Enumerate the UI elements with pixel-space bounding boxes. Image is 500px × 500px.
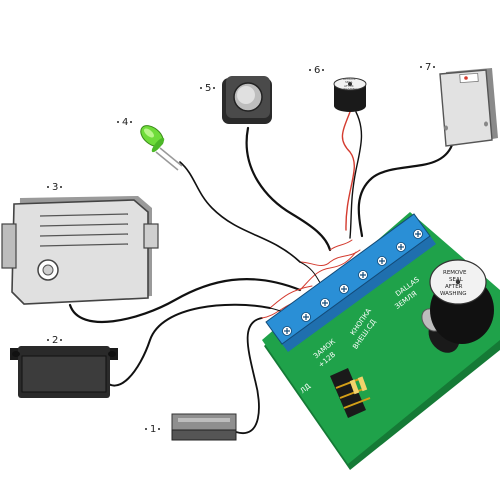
buzzer-wire-black — [349, 111, 363, 239]
chip-and-jumpers — [330, 368, 371, 418]
callout-7: 7 — [425, 62, 431, 73]
led-indicator — [140, 125, 183, 171]
lock-wire — [68, 278, 302, 324]
callouts: 1 2 3 4 5 6 7 — [47, 62, 435, 435]
buzzer-small-seal-2: SEAL — [345, 80, 353, 84]
buzzer-small-seal-3: AFTER — [344, 84, 354, 88]
buzzer-small: REMOVE SEAL AFTER WASHING — [333, 77, 367, 112]
electric-lock — [1, 196, 159, 305]
buzzer-wire-red — [341, 111, 355, 231]
led-wire — [179, 161, 301, 263]
buzzer-small-seal-4: WASHING — [343, 87, 358, 91]
button-wire — [245, 126, 332, 252]
board-buzzer-seal-4: WASHING — [440, 291, 467, 297]
reader-led-icon — [464, 76, 468, 80]
reed-sensor — [171, 413, 237, 441]
board-buzzer: REMOVE SEAL AFTER WASHING — [429, 259, 494, 344]
board-buzzer-seal-3: AFTER — [445, 284, 463, 290]
callout-5: 5 — [205, 83, 211, 94]
psu-wire — [101, 303, 271, 387]
buzzer-small-seal-1: REMOVE — [343, 77, 356, 81]
reed-wire — [235, 317, 263, 435]
card-reader — [439, 68, 498, 147]
callout-4: 4 — [122, 117, 128, 128]
exit-button — [222, 76, 272, 124]
callout-2: 2 — [52, 335, 58, 346]
terminal-blocks — [265, 213, 436, 352]
callout-6: 6 — [314, 65, 320, 76]
controller-board: DALLAS ЗЕМЛЯ КНОПКА ВНЕШ.СД ЗАМОК +12В Л… — [262, 212, 500, 470]
power-supply — [10, 346, 118, 398]
board-buzzer-seal-1: REMOVE — [443, 270, 467, 276]
reader-wire — [357, 143, 454, 238]
board-buzzer-seal-2: SEAL — [449, 277, 464, 283]
callout-3: 3 — [52, 182, 58, 193]
callout-1: 1 — [150, 424, 156, 435]
